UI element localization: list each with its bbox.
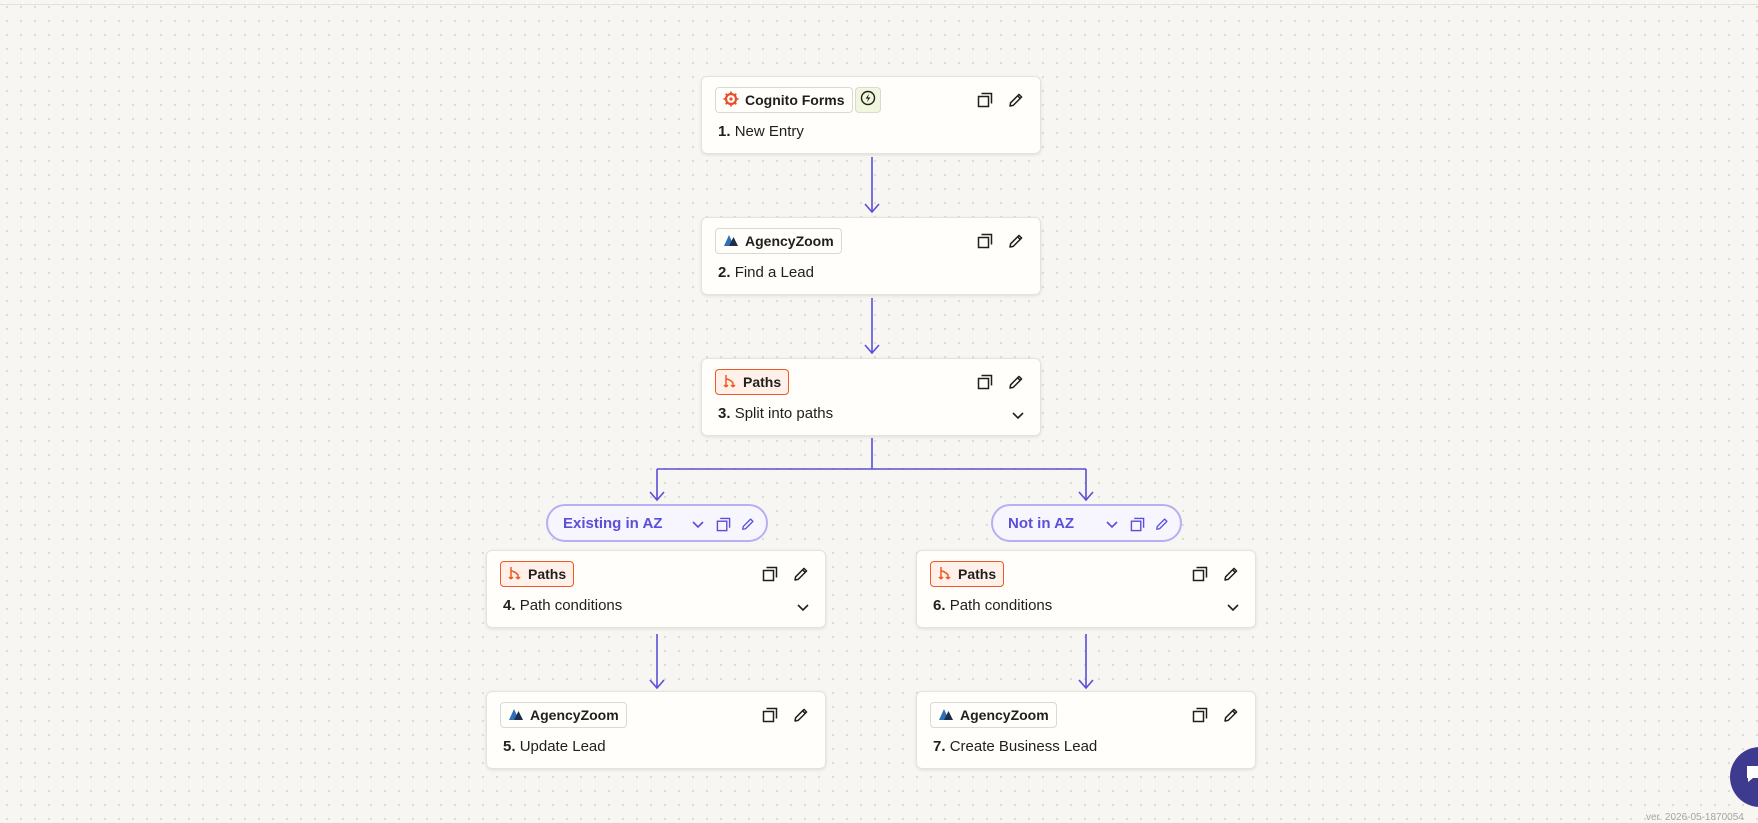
path-label: Existing in AZ — [563, 515, 663, 532]
step-number: 4. — [503, 597, 516, 614]
trigger-badge — [855, 87, 881, 113]
step-name: Path conditions — [519, 597, 623, 614]
step-number: 7. — [933, 738, 946, 755]
copy-icon[interactable] — [975, 372, 995, 392]
arrow-head-4-5 — [649, 679, 665, 690]
path-pill-not-in-az[interactable]: Not in AZ — [991, 504, 1182, 542]
cognito-forms-icon — [723, 91, 739, 110]
chevron-down-icon[interactable] — [795, 599, 811, 615]
arrow-head-6-7 — [1078, 679, 1094, 690]
step-name: New Entry — [734, 123, 804, 140]
app-badge-paths: Paths — [500, 561, 575, 587]
paths-icon — [508, 566, 522, 583]
step-title: 3. Split into paths — [718, 405, 833, 422]
edit-icon[interactable] — [1154, 516, 1170, 532]
version-text: ver. 2026-05-1870054 — [1646, 812, 1744, 823]
step-title: 5. Update Lead — [503, 738, 606, 755]
edit-icon[interactable] — [1221, 705, 1241, 725]
app-name: AgencyZoom — [745, 233, 834, 249]
step-name: Update Lead — [519, 738, 606, 755]
edit-icon[interactable] — [1006, 231, 1026, 251]
edit-icon[interactable] — [740, 516, 756, 532]
paths-icon — [938, 566, 952, 583]
step-number: 3. — [718, 405, 731, 422]
step-number: 6. — [933, 597, 946, 614]
app-badge-agencyzoom: AgencyZoom — [715, 228, 842, 254]
copy-icon[interactable] — [1190, 564, 1210, 584]
step-title: 2. Find a Lead — [718, 264, 814, 281]
app-name: Paths — [743, 374, 782, 390]
copy-icon[interactable] — [1190, 705, 1210, 725]
edit-icon[interactable] — [1006, 372, 1026, 392]
step-number: 1. — [718, 123, 731, 140]
step-number: 2. — [718, 264, 731, 281]
copy-icon[interactable] — [715, 516, 731, 532]
step-title: 6. Path conditions — [933, 597, 1052, 614]
step-name: Find a Lead — [734, 264, 814, 281]
bolt-icon — [860, 90, 876, 111]
step-number: 5. — [503, 738, 516, 755]
chevron-down-icon[interactable] — [690, 516, 706, 532]
arrow-head-2-3 — [864, 344, 880, 355]
step-card-4[interactable]: Paths 4. Path conditions — [486, 550, 826, 628]
app-badge-agencyzoom: AgencyZoom — [500, 702, 627, 728]
app-name: Paths — [528, 566, 567, 582]
step-card-5[interactable]: AgencyZoom 5. Update Lead — [486, 691, 826, 769]
step-card-3[interactable]: Paths 3. Split into paths — [701, 358, 1041, 436]
step-title: 7. Create Business Lead — [933, 738, 1097, 755]
copy-icon[interactable] — [760, 705, 780, 725]
chat-icon — [1744, 763, 1758, 790]
arrow-head-right-branch — [1078, 491, 1094, 502]
step-card-7[interactable]: AgencyZoom 7. Create Business Lead — [916, 691, 1256, 769]
top-border — [0, 0, 1758, 5]
app-badge-paths: Paths — [715, 369, 790, 395]
step-name: Path conditions — [949, 597, 1053, 614]
edit-icon[interactable] — [791, 705, 811, 725]
agencyzoom-icon — [723, 233, 739, 250]
app-badge-cognito-forms: Cognito Forms — [715, 87, 853, 113]
app-badge-paths: Paths — [930, 561, 1005, 587]
app-name: Paths — [958, 566, 997, 582]
agencyzoom-icon — [508, 707, 524, 724]
edit-icon[interactable] — [1006, 90, 1026, 110]
connector-branch — [656, 438, 1087, 500]
copy-icon[interactable] — [975, 90, 995, 110]
chevron-down-icon[interactable] — [1010, 407, 1026, 423]
copy-icon[interactable] — [975, 231, 995, 251]
step-title: 4. Path conditions — [503, 597, 622, 614]
step-card-1[interactable]: Cognito Forms 1. New Entry — [701, 76, 1041, 154]
edit-icon[interactable] — [1221, 564, 1241, 584]
edit-icon[interactable] — [791, 564, 811, 584]
paths-icon — [723, 374, 737, 391]
step-title: 1. New Entry — [718, 123, 804, 140]
chevron-down-icon[interactable] — [1225, 599, 1241, 615]
step-card-6[interactable]: Paths 6. Path conditions — [916, 550, 1256, 628]
chevron-down-icon[interactable] — [1104, 516, 1120, 532]
step-name: Create Business Lead — [949, 738, 1098, 755]
app-name: AgencyZoom — [960, 707, 1049, 723]
copy-icon[interactable] — [760, 564, 780, 584]
app-badge-agencyzoom: AgencyZoom — [930, 702, 1057, 728]
path-pill-existing-in-az[interactable]: Existing in AZ — [546, 504, 768, 542]
arrow-head-left-branch — [649, 491, 665, 502]
path-label: Not in AZ — [1008, 515, 1075, 532]
copy-icon[interactable] — [1129, 516, 1145, 532]
app-name: AgencyZoom — [530, 707, 619, 723]
step-card-2[interactable]: AgencyZoom 2. Find a Lead — [701, 217, 1041, 295]
arrow-head-1-2 — [864, 203, 880, 214]
step-name: Split into paths — [734, 405, 834, 422]
app-name: Cognito Forms — [745, 92, 845, 108]
agencyzoom-icon — [938, 707, 954, 724]
